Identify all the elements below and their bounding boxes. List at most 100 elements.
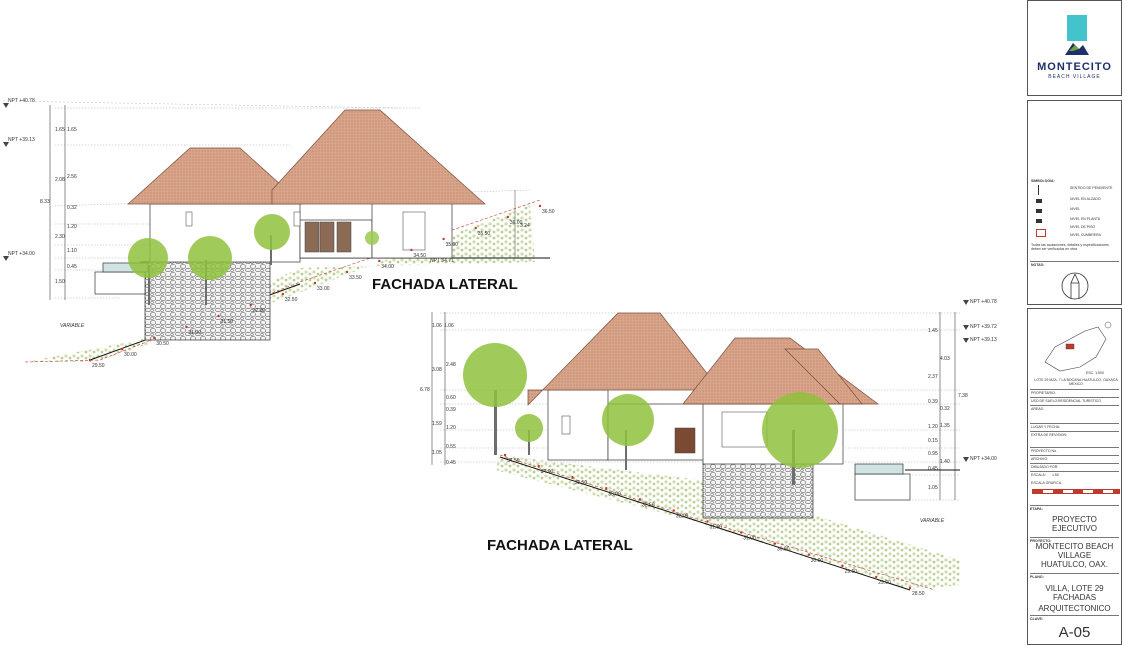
grade-label: 28.50 <box>912 591 925 597</box>
project-data-box: ESC. 1:500 LOTE 29 MZA. 7 LA BOCANA HUAT… <box>1027 308 1122 645</box>
dim-label: 0.32 <box>67 205 77 211</box>
proyecto-value: HUATULCO, OAX. <box>1041 560 1108 569</box>
use-value: RESIDENCIAL TURISTICO <box>1058 399 1101 403</box>
grade-point <box>474 226 477 230</box>
grade-label: 31.00 <box>188 330 201 336</box>
level-label: NPT +39.72 <box>970 324 997 330</box>
thatched-roof-left <box>527 312 721 406</box>
grade-label: 34.00 <box>541 469 554 475</box>
file-label: ARCHIVO: <box>1031 457 1048 461</box>
grade-label: 32.50 <box>285 297 298 303</box>
level-label: NPT +40.78 <box>970 299 997 305</box>
total-dim-label: 6.78 <box>420 387 430 393</box>
plano-label: PLANO: <box>1030 575 1044 579</box>
dim-label: 1.35 <box>940 423 950 429</box>
grade-point <box>410 248 413 252</box>
grade-point <box>908 586 912 590</box>
legend-item: NIVEL CUMBRERA <box>1070 233 1101 237</box>
right-dim-label: 3.24 <box>520 223 530 229</box>
dim-label: 1.65 <box>55 127 65 133</box>
grade-point <box>217 314 220 318</box>
grade-label: 30.00 <box>124 352 137 358</box>
thatched-roof-left <box>127 147 303 205</box>
grade-label: 30.00 <box>811 558 824 564</box>
place-date-label: LUGAR Y FECHA: <box>1031 425 1061 429</box>
left-dimensions-2: 1.06 1.06 2.48 3.08 0.60 0.39 1.59 1.20 … <box>420 323 456 466</box>
level-label: NPT +40.78 <box>8 98 35 104</box>
graphic-scale-bar <box>1032 489 1120 494</box>
grade-point <box>841 564 844 568</box>
total-dim-label: 8.33 <box>40 199 50 205</box>
grade-point <box>185 325 188 329</box>
grade-label: 29.00 <box>878 580 891 586</box>
level-triangle-icon <box>963 325 969 330</box>
grade-label: 35.00 <box>446 242 459 248</box>
wood-doors <box>304 221 352 253</box>
legend-symbols <box>1036 185 1046 245</box>
title-block: MONTECITO BEACH VILLAGE SIMBOLOGIA: SENT… <box>1027 0 1124 645</box>
dim-label: 2.56 <box>67 174 77 180</box>
dim-label: 1.20 <box>67 224 77 230</box>
glass-door <box>402 211 426 251</box>
level-triangle-icon <box>963 457 969 462</box>
grade-point <box>503 453 507 457</box>
level-label: NPT +39.13 <box>970 337 997 343</box>
grade-label: 31.50 <box>710 525 723 531</box>
terrain-line <box>499 456 911 591</box>
dim-label: 0.55 <box>446 444 456 450</box>
grade-labels-1: 29.5030.0030.5031.0031.5032.0032.5033.00… <box>88 204 555 369</box>
dim-label: 1.20 <box>446 425 456 431</box>
montecito-logo-icon <box>1065 15 1089 55</box>
grade-point <box>442 237 445 241</box>
large-window <box>721 411 768 448</box>
dim-label: 0.39 <box>928 399 938 405</box>
legend-item: NIVEL EN PLANTA <box>1070 217 1101 221</box>
grade-point <box>281 292 285 296</box>
dim-label: 2.48 <box>446 362 456 368</box>
grade-point <box>537 464 540 468</box>
grade-point <box>571 475 574 479</box>
thatched-roof-main <box>271 109 486 205</box>
dim-label: 1.40 <box>940 459 950 465</box>
grade-label: 31.50 <box>221 319 234 325</box>
dim-label: 0.15 <box>928 438 938 444</box>
level-label: NPT +34.00 <box>8 251 35 257</box>
right-dimensions-2: 1.45 4.03 2.37 0.39 0.32 1.20 1.35 0.15 … <box>928 328 968 491</box>
proyecto-label: PROYECTO: <box>1030 539 1052 543</box>
logo-box: MONTECITO BEACH VILLAGE <box>1027 0 1122 96</box>
wood-door <box>674 427 696 454</box>
graphic-scale-label: ESCALA GRAFICA <box>1031 481 1062 485</box>
dim-label: 1.65 <box>67 127 77 133</box>
dim-label: 3.08 <box>432 367 442 373</box>
variable-label: VARIABLE <box>60 323 85 329</box>
elevation-title: FACHADA LATERAL <box>372 276 518 293</box>
dim-label: 1.20 <box>928 424 938 430</box>
legend-item: NIVEL DE PISO <box>1070 225 1096 229</box>
dim-label: 1.10 <box>67 248 77 254</box>
trees-2 <box>463 343 838 485</box>
grade-label: 33.50 <box>575 480 588 486</box>
grade-point <box>875 575 878 579</box>
revision-label: EXTRA DE REVISION: <box>1031 433 1067 437</box>
right-total-label: 7.38 <box>958 393 968 399</box>
grade-label: 36.00 <box>510 220 523 226</box>
clave-value: A-05 <box>1058 624 1091 641</box>
notes-label: NOTAS: <box>1031 263 1045 267</box>
level-triangle-icon <box>3 142 9 147</box>
dim-label: 0.45 <box>67 264 77 270</box>
dim-label: 0.39 <box>446 407 456 413</box>
grade-point <box>672 509 675 512</box>
grade-point <box>605 487 608 490</box>
grade-label: 30.50 <box>156 341 169 347</box>
level-label: NPT +39.13 <box>8 137 35 143</box>
window <box>293 211 301 227</box>
grade-point <box>538 204 542 208</box>
level-triangle-icon <box>963 338 969 343</box>
grade-label: 30.50 <box>777 547 790 553</box>
elevation-1: NPT +40.78 NPT +39.13 NPT +34.00 1.65 1.… <box>2 98 555 369</box>
grade-point <box>249 303 252 307</box>
grade-label: 33.00 <box>317 286 330 292</box>
dim-label: 1.50 <box>55 279 65 285</box>
clave-label: CLAVE: <box>1030 617 1044 621</box>
window <box>185 211 193 227</box>
